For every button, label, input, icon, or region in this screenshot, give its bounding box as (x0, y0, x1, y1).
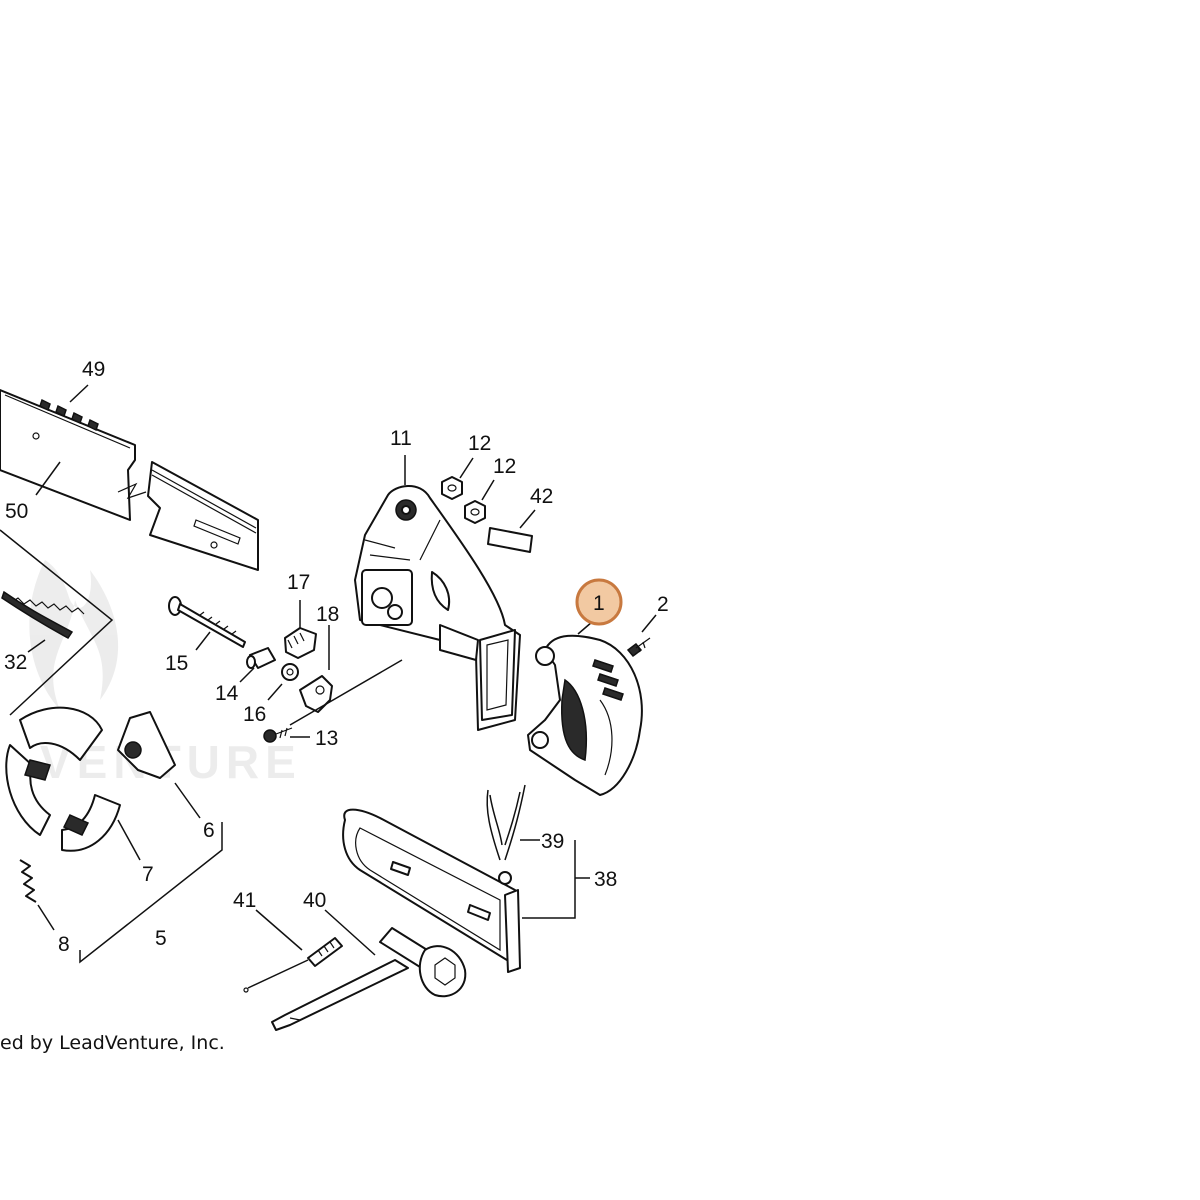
side-plate-11 (354, 485, 521, 731)
label-39: 39 (541, 830, 564, 853)
label-11: 11 (390, 427, 412, 450)
label-41: 41 (233, 889, 256, 912)
copyright-credit: ed by LeadVenture, Inc. (0, 1032, 225, 1054)
label-49: 49 (82, 358, 105, 381)
screwdriver-41 (243, 937, 343, 993)
label-1: 1 (593, 592, 605, 615)
highlight-marker[interactable] (575, 578, 623, 626)
nut-12a (441, 476, 463, 500)
label-14: 14 (215, 682, 239, 705)
gear-17 (284, 627, 317, 659)
clutch-assembly (5, 706, 176, 903)
label-12a: 12 (468, 432, 491, 455)
wrench-40 (271, 927, 467, 1031)
label-7: 7 (142, 863, 154, 886)
label-5: 5 (155, 927, 167, 950)
label-8: 8 (58, 933, 70, 956)
label-12b: 12 (493, 455, 516, 478)
tensioner-plate-18 (299, 675, 333, 713)
guide-bar-38 (342, 808, 521, 973)
screw-13 (263, 727, 293, 743)
pin-14 (246, 647, 276, 669)
spring-32 (1, 590, 85, 639)
guide-bar-end (0, 389, 259, 571)
bolt-15 (168, 596, 246, 648)
clips-39 (486, 784, 526, 885)
label-16: 16 (243, 703, 266, 726)
label-18: 18 (316, 603, 339, 626)
label-42: 42 (530, 485, 553, 508)
decal-42 (487, 527, 533, 553)
label-17: 17 (287, 571, 310, 594)
screw-2 (626, 637, 651, 658)
label-13: 13 (315, 727, 338, 750)
label-6: 6 (203, 819, 215, 842)
nut-12b (464, 500, 486, 524)
label-50: 50 (5, 500, 28, 523)
leader-lines (0, 384, 657, 964)
label-32: 32 (4, 651, 27, 674)
label-40: 40 (303, 889, 326, 912)
label-15: 15 (165, 652, 188, 675)
label-2: 2 (657, 593, 669, 616)
gear-16 (281, 663, 299, 681)
sprocket-cover-1 (527, 634, 643, 796)
label-38: 38 (594, 868, 617, 891)
